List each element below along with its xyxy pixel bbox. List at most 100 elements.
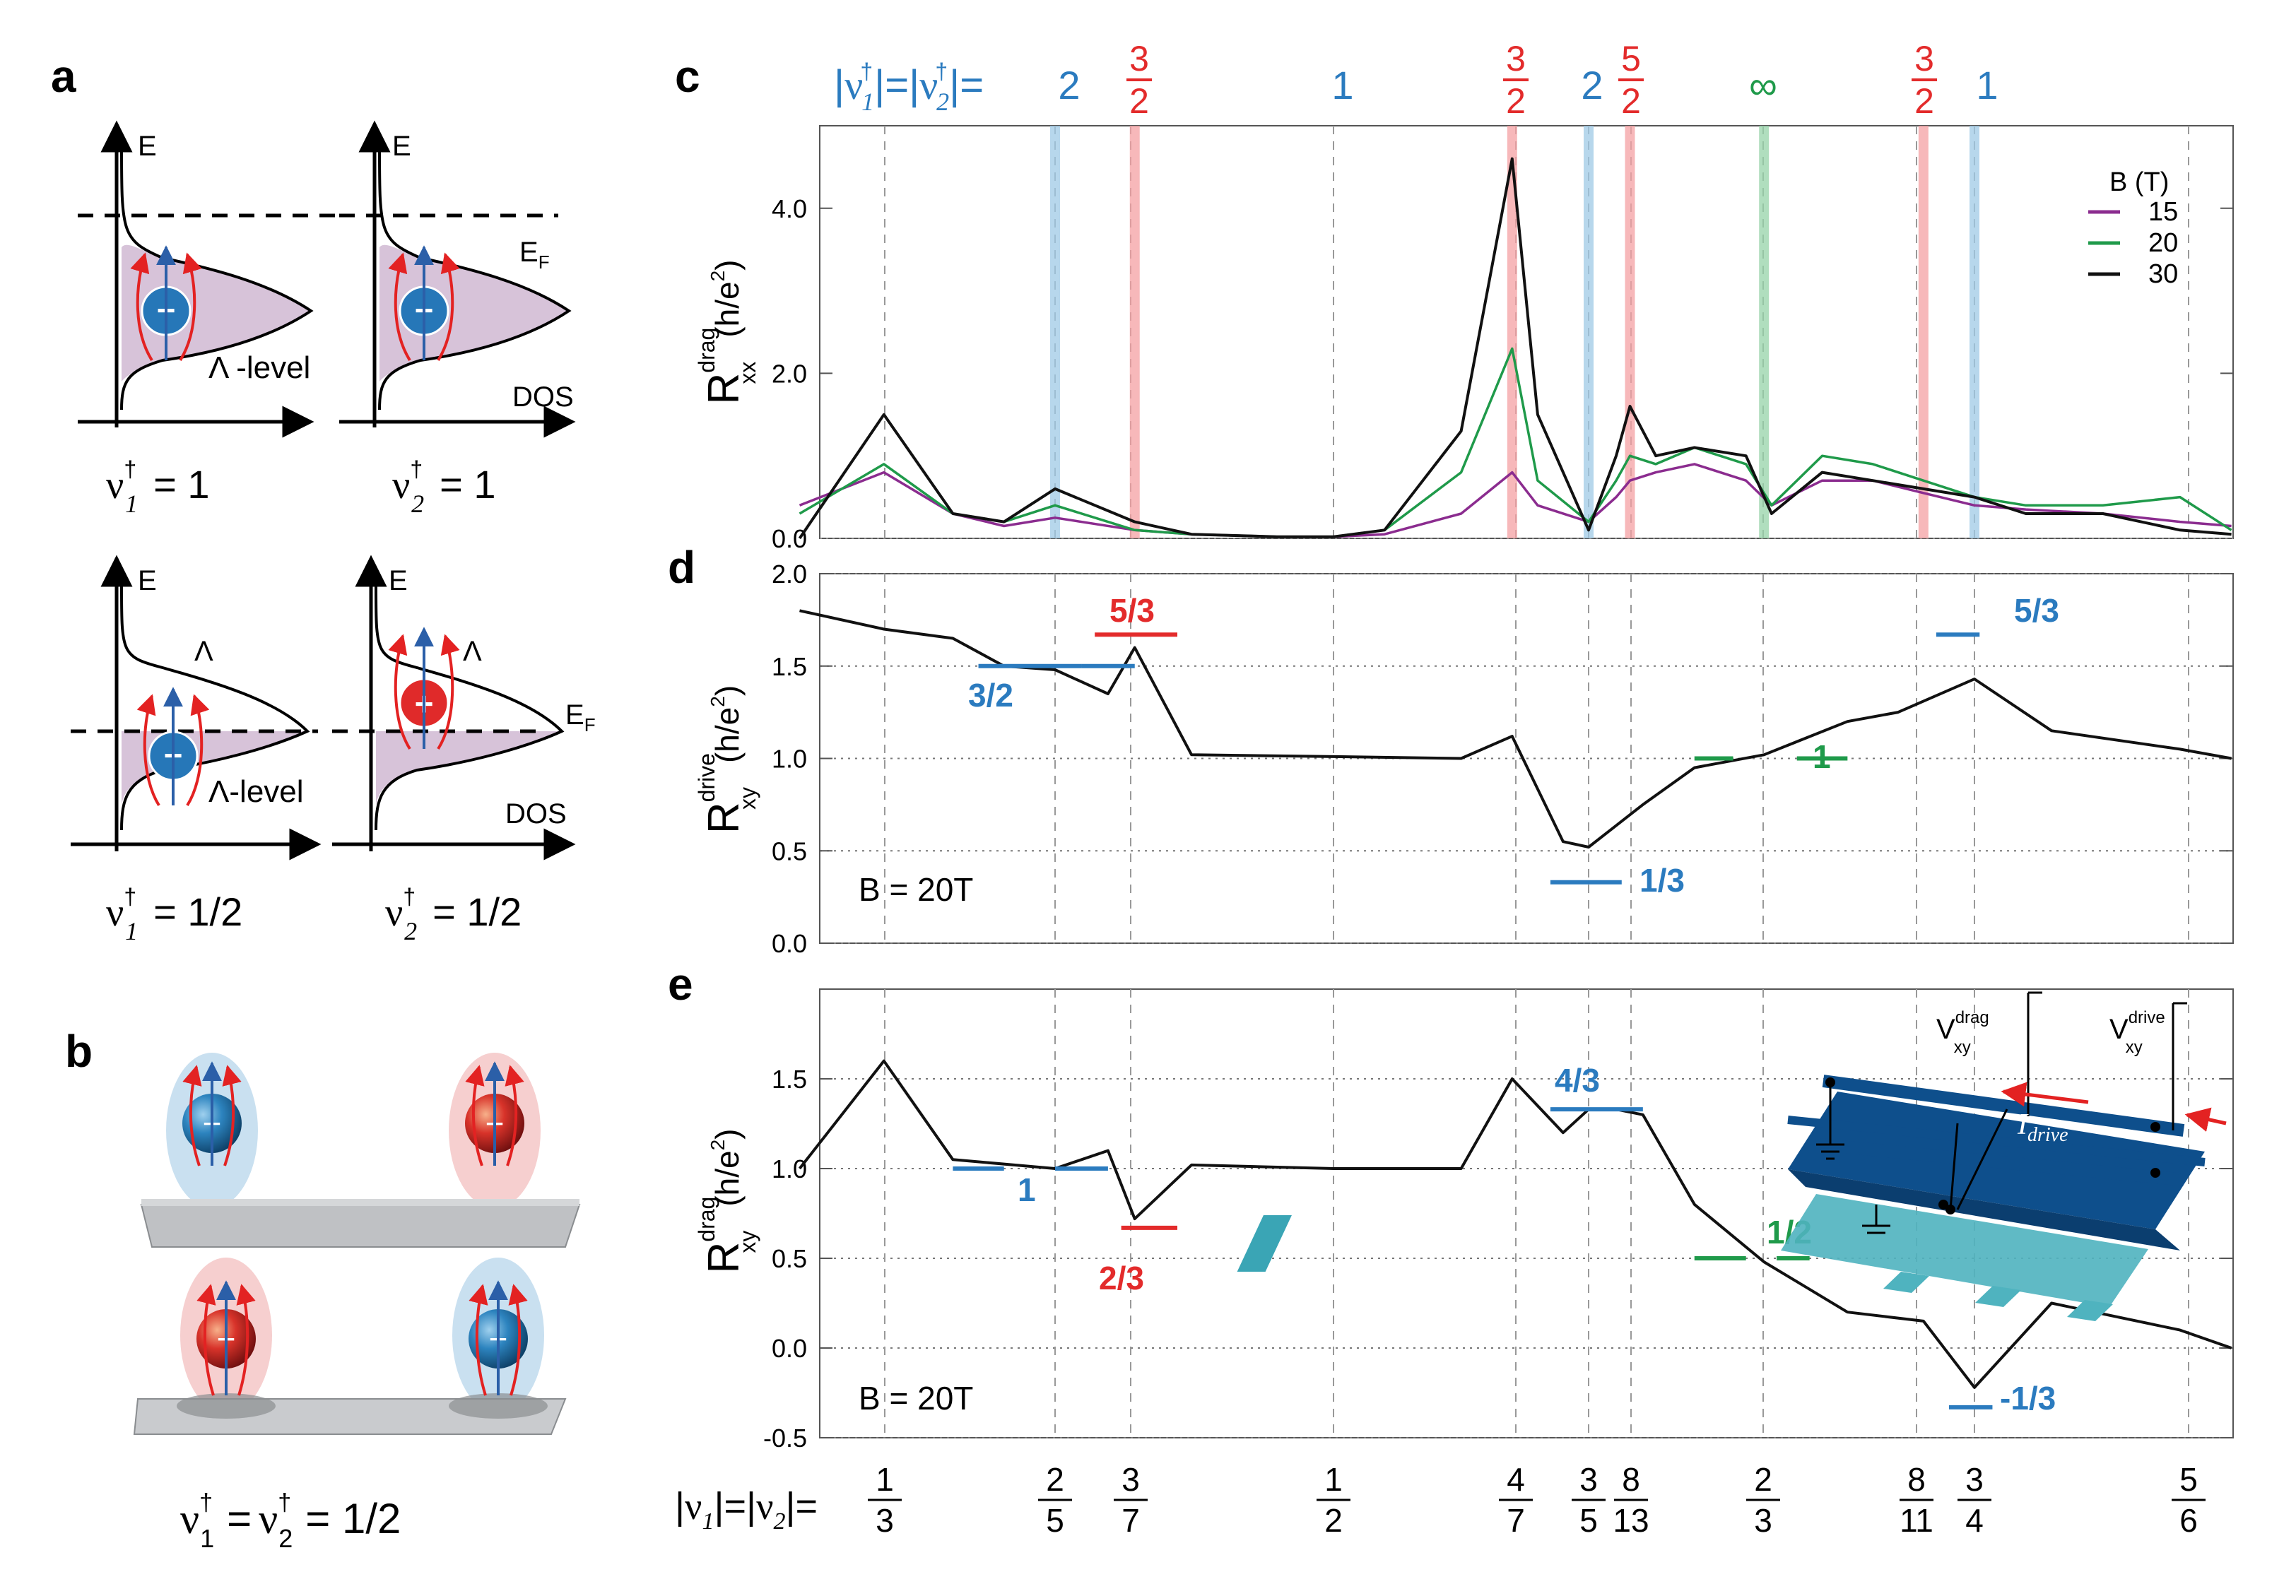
plateau-label: 2/3 [1099, 1260, 1144, 1296]
top-filling-numerator: 3 [1129, 39, 1149, 78]
y-tick-label: 1.0 [772, 1154, 807, 1183]
filling-band [1129, 126, 1140, 538]
panel-letter-d: d [668, 542, 695, 593]
nu-equality-label: ν†1=ν†2= 1/2 [180, 1489, 401, 1553]
legend-label: 15 [2148, 197, 2178, 227]
legend-label: 30 [2148, 259, 2178, 289]
fermi-level-label: EF [565, 699, 596, 735]
filling-tick-numerator: 3 [1121, 1461, 1140, 1498]
nu2-eq-1: ν†2= 1 [392, 456, 496, 518]
dos-plot-bottom-left: E Λ − Λ-level [71, 555, 322, 861]
panel-letter-b: b [65, 1026, 93, 1077]
filling-tick-numerator: 8 [1622, 1461, 1640, 1498]
filling-band [1507, 126, 1517, 538]
nu2-eq-half: ν†2= 1/2 [385, 884, 522, 945]
top-filling-numerator: 5 [1621, 39, 1641, 78]
top-filling-denominator: 2 [1621, 81, 1641, 121]
top-filling-label: 1 [1331, 63, 1353, 107]
filling-tick-numerator: 8 [1907, 1461, 1926, 1498]
top-filling-label: 2 [1058, 63, 1080, 107]
axis-e-label: E [138, 565, 157, 596]
plateau-label: 5/3 [1109, 592, 1155, 629]
axis-e-label: E [138, 131, 157, 162]
filling-band [1759, 126, 1770, 538]
filling-band [1625, 126, 1635, 538]
top-layer-plate [140, 1199, 581, 1248]
filling-band [1918, 126, 1929, 538]
top-filling-label: 1 [1976, 63, 1998, 107]
y-tick-label: 0.0 [772, 1334, 807, 1363]
filling-tick-numerator: 4 [1507, 1461, 1525, 1498]
axis-e-label: E [389, 565, 408, 596]
plot-frame [819, 125, 2234, 539]
filling-band [1970, 126, 1979, 538]
series-line-drag [798, 1059, 2232, 1389]
plateau-label: 1/3 [1639, 862, 1685, 899]
legend-label: 20 [2148, 228, 2178, 258]
composite-fermion-top-right: + [465, 1061, 524, 1166]
filling-band [1584, 126, 1594, 538]
lambda-label: Λ [194, 636, 213, 667]
filling-tick-denominator: 5 [1046, 1502, 1064, 1539]
filling-tick-denominator: 13 [1613, 1502, 1649, 1539]
top-filling-denominator: 2 [1129, 81, 1149, 121]
top-filling-numerator: 3 [1914, 39, 1934, 78]
y-tick-label: 1.5 [772, 1065, 807, 1094]
filling-tick-denominator: 7 [1121, 1502, 1140, 1539]
bottom-layer-plate [133, 1393, 567, 1435]
dos-plot-bottom-right: E EF Λ + DOS [332, 555, 596, 861]
y-tick-label: 4.0 [772, 194, 807, 223]
lambda-level-label: Λ-level [208, 774, 304, 809]
filling-tick-numerator: 1 [1324, 1461, 1343, 1498]
y-tick-label: 0.5 [772, 1244, 807, 1273]
lambda-label: Λ [463, 636, 482, 667]
dos-label: DOS [512, 382, 574, 413]
dos-plot-top-left: E − Λ -level [78, 120, 339, 438]
y-tick-label: 0.5 [772, 837, 807, 865]
panel-letter-a: a [51, 51, 76, 102]
filling-tick-numerator: 1 [876, 1461, 894, 1498]
nu1-eq-half: ν†1= 1/2 [106, 884, 242, 945]
y-tick-label: 1.0 [772, 745, 807, 774]
series-line-20 [799, 347, 2232, 538]
axis-e-label: E [392, 131, 411, 162]
filling-tick-numerator: 2 [1754, 1461, 1772, 1498]
composite-fermion-bottom-left: + [196, 1280, 256, 1396]
y-tick-label: 0.0 [772, 524, 807, 553]
filling-tick-numerator: 3 [1579, 1461, 1598, 1498]
panel-a: a E − Λ -level E EF − [51, 51, 596, 945]
i-drive-label: Idrive [2017, 1109, 2068, 1146]
panel-letter-c: c [675, 51, 700, 102]
legend-title: B (T) [2109, 167, 2169, 197]
y-tick-label: 2.0 [772, 560, 807, 589]
plateau-label: 4/3 [1555, 1062, 1600, 1099]
top-filling-numerator: 3 [1506, 39, 1526, 78]
filling-tick-denominator: 7 [1507, 1502, 1525, 1539]
filling-tick-denominator: 3 [1754, 1502, 1772, 1539]
filling-tick-denominator: 2 [1324, 1502, 1343, 1539]
filling-tick-denominator: 5 [1579, 1502, 1598, 1539]
plateau-label: -1/3 [2000, 1380, 2056, 1417]
plateau-label: 1 [1018, 1171, 1036, 1208]
plateau-label: 3/2 [968, 677, 1013, 714]
y-tick-label: -0.5 [763, 1424, 807, 1453]
top-filling-denominator: 2 [1506, 81, 1526, 121]
panel-b: b − + [65, 1026, 581, 1553]
top-filling-label: 2 [1581, 63, 1603, 107]
y-tick-label: 0.0 [772, 929, 807, 958]
bottom-filling-prefix: |ν1|=|ν2|= [675, 1485, 818, 1535]
composite-fermion-bottom-right: − [469, 1280, 528, 1396]
filling-tick-numerator: 5 [2179, 1461, 2198, 1498]
dos-plot-top-right: E EF − DOS [339, 120, 576, 438]
filling-tick-numerator: 3 [1965, 1461, 1984, 1498]
nu1-eq-1: ν†1= 1 [106, 456, 210, 518]
